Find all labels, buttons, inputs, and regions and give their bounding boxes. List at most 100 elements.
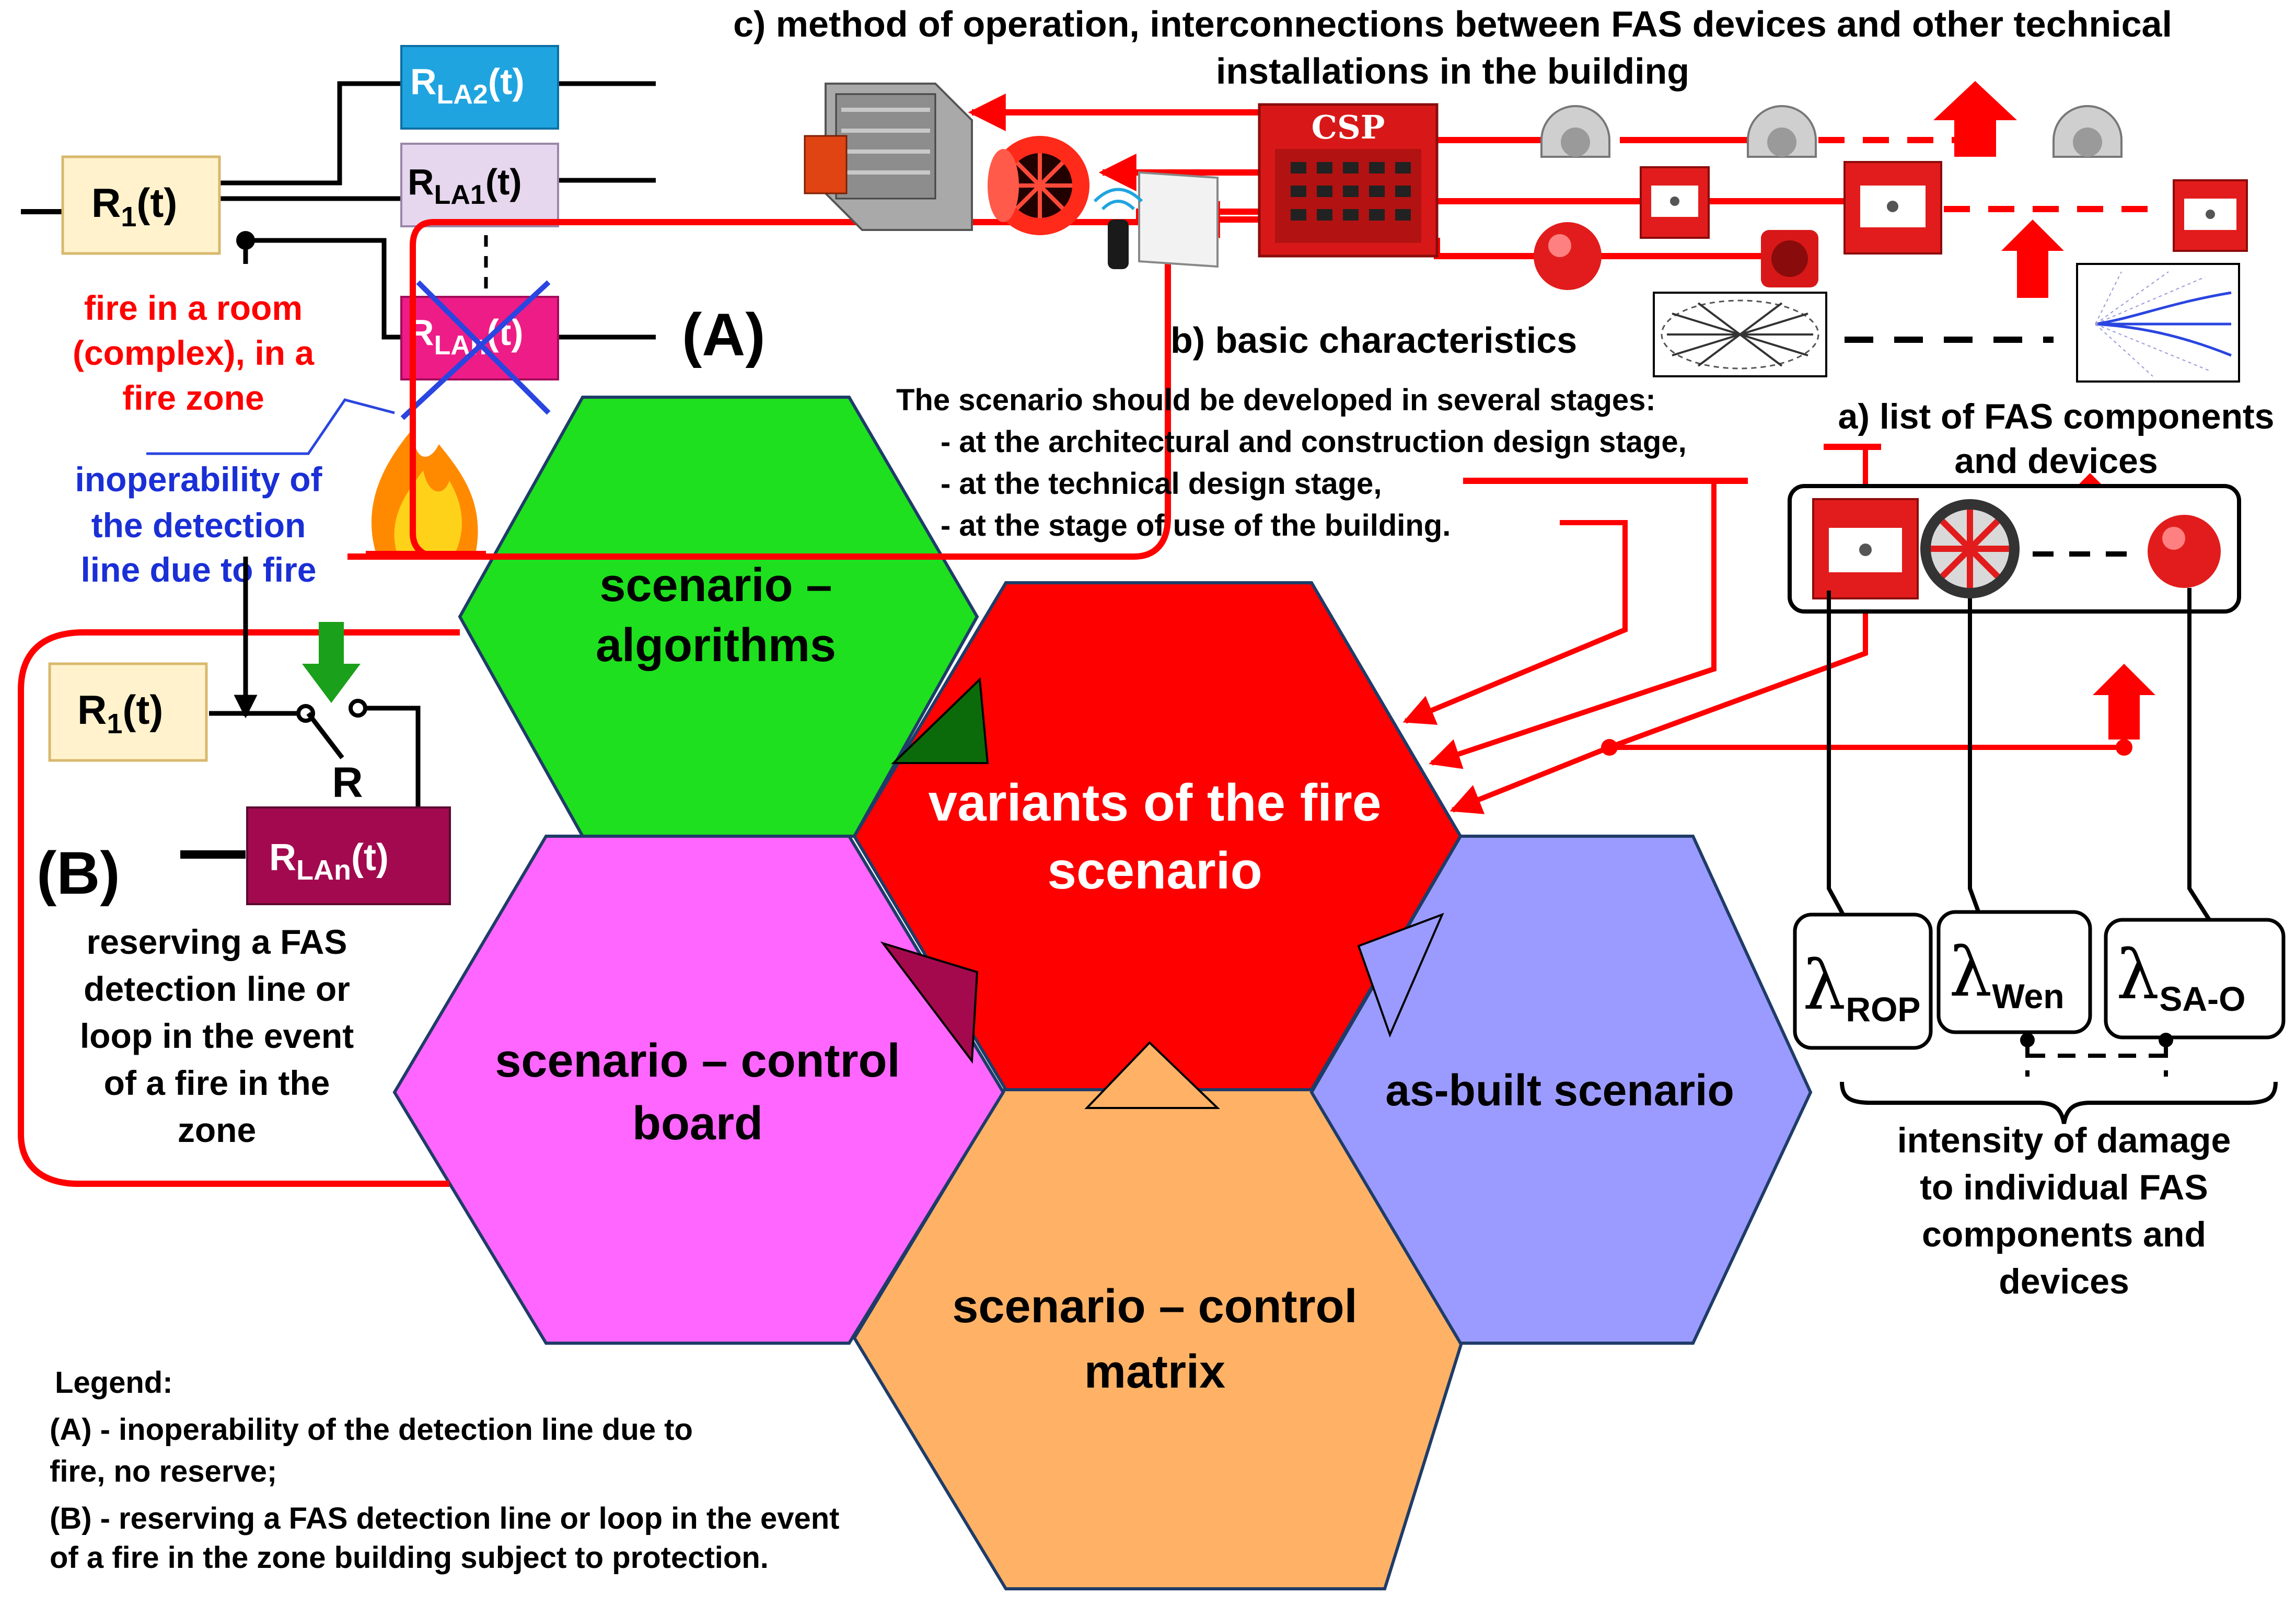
damper-icon [804,83,973,231]
hexagon-control-board-label-2: board [632,1098,763,1150]
reserving-label-4: of a fire in the [104,1064,330,1102]
arrow-to-lambda-wen [1968,598,1994,948]
rla1-label: RLA1(t) [408,161,522,210]
lambda-wen-box: λWen [1936,910,2092,1034]
call-point-icon [1843,161,1942,255]
fire-icon [366,429,486,557]
triangle-blue-connector [1357,913,1444,1038]
hexagon-as-built [1309,835,1813,1345]
arrow-down-icon [302,622,361,703]
hexagon-variants-label-2: scenario [1047,841,1262,900]
rla2-label: RLA2(t) [410,61,525,110]
lambda-rop-box: λROP [1793,913,1933,1050]
fire-room-label-3: fire zone [122,378,264,417]
arrow-up-icon [1933,81,2017,157]
panel-icon [1258,103,1439,258]
scenario-stage-2: - at the technical design stage, [941,467,1382,501]
intensity-label-3: components and [1922,1215,2206,1254]
hexagon-algorithms-label-2: algorithms [596,619,836,672]
legend-b-line-1: (B) - reserving a FAS detection line or … [50,1502,839,1535]
header-line-1: c) method of operation, interconnections… [733,4,2172,44]
marker-b: (B) [37,840,120,907]
door-opener-icon [1093,171,1219,269]
spray-pattern-icon [2076,263,2240,383]
legend-b-line-2: of a fire in the zone building subject t… [50,1541,769,1575]
arrow-to-lambda-rop [1827,591,1862,948]
arrow-up-icon [2001,220,2064,298]
scenario-intro: The scenario should be developed in seve… [896,383,1656,417]
call-point-icon [1640,166,1710,239]
fan-icon [988,136,1089,235]
inoperability-label-1: inoperability of [75,460,322,499]
intensity-label-2: to individual FAS [1920,1168,2208,1207]
rlan-label-bottom: RLAn(t) [269,837,389,886]
triangle-orange-connector [1084,1041,1220,1109]
hexagon-control-matrix-label-2: matrix [1084,1346,1225,1398]
lambda-wen-label: λWen [1949,932,2065,1015]
switch-r-label: R [332,759,363,806]
r1-label-top: R1(t) [91,180,177,233]
scenario-stage-3: - at the stage of use of the building. [941,509,1451,542]
call-point-icon [1812,498,1919,599]
lambda-rop-label: λROP [1803,945,1920,1029]
component-group [1788,484,2241,614]
csp-label: CSP [1312,108,1385,146]
b-characteristics-label: b) basic characteristics [1170,320,1577,361]
switch-icon [306,712,344,759]
hexagon-shape [1309,835,1813,1345]
legend-a-line-1: (A) - inoperability of the detection lin… [50,1413,693,1447]
reliability-chain-a: R1(t) RLA2(t) RLA1(t) RLAn(t) [21,45,656,420]
hexagon-algorithms-label-1: scenario – [599,559,832,611]
reserving-label-5: zone [178,1111,256,1149]
legend: Legend: (A) - inoperability of the detec… [50,1366,839,1575]
lambda-brace [1840,1033,2278,1124]
polar-diagram-icon [1653,292,1827,377]
reserving-label-3: loop in the event [80,1017,354,1055]
rlan-box-top [400,296,559,380]
hexagon-variants-label-1: variants of the fire [929,773,1382,832]
hexagon-control-matrix-label-1: scenario – control [952,1280,1357,1333]
intensity-label-1: intensity of damage [1897,1121,2231,1160]
lambda-sao-box: λSA-O [2104,918,2286,1040]
call-point-icon [2173,179,2248,252]
smoke-detector-icon [1540,105,1610,158]
smoke-detector-icon [1747,105,1817,158]
hexagon-as-built-label: as-built scenario [1385,1066,1734,1115]
rla2-box [400,45,559,130]
reserving-label-1: reserving a FAS [87,922,347,961]
header-line-2: installations in the building [1216,51,1689,91]
arrow-up-icon [2093,664,2155,740]
legend-title: Legend: [55,1366,173,1400]
fire-room-label-2: (complex), in a [73,333,315,372]
r1-label-bottom: R1(t) [77,687,163,740]
r1-box-top [61,155,221,255]
intensity-label-4: devices [1999,1262,2129,1301]
fire-room-label-1: fire in a room [84,288,303,327]
fan-icon [1920,499,2020,598]
scenario-stage-1: - at the architectural and construction … [941,425,1687,459]
arrow-to-lambda-sao [2187,588,2228,948]
inoperability-label-2: the detection [91,506,306,545]
hexagon-algorithms [458,396,979,838]
lambda-sao-label: λSA-O [2116,935,2245,1018]
reliability-chain-b: R1(t) RLAn(t) [18,557,460,1187]
hexagon-shape [458,396,979,838]
rla1-box [400,143,559,227]
smoke-detector-icon [2053,105,2123,158]
inoperability-label-3: line due to fire [80,550,316,589]
a-list-label-1: a) list of FAS components [1838,397,2275,436]
marker-a: (A) [682,302,766,368]
r1-box-bottom [48,662,208,762]
siren-icon [2148,515,2221,588]
hexagon-control-board-label-1: scenario – control [495,1035,900,1087]
legend-a-line-2: fire, no reserve; [50,1454,277,1488]
reserving-label-2: detection line or [84,969,350,1008]
inoperability-pointer [146,398,395,455]
triangle-maroon-connector [880,941,979,1064]
siren-icon [1761,230,1818,287]
rlan-box-bottom [246,806,451,905]
triangle-green-connector [891,677,989,764]
a-list-label-2: and devices [1954,441,2158,481]
siren-icon [1534,222,1602,290]
